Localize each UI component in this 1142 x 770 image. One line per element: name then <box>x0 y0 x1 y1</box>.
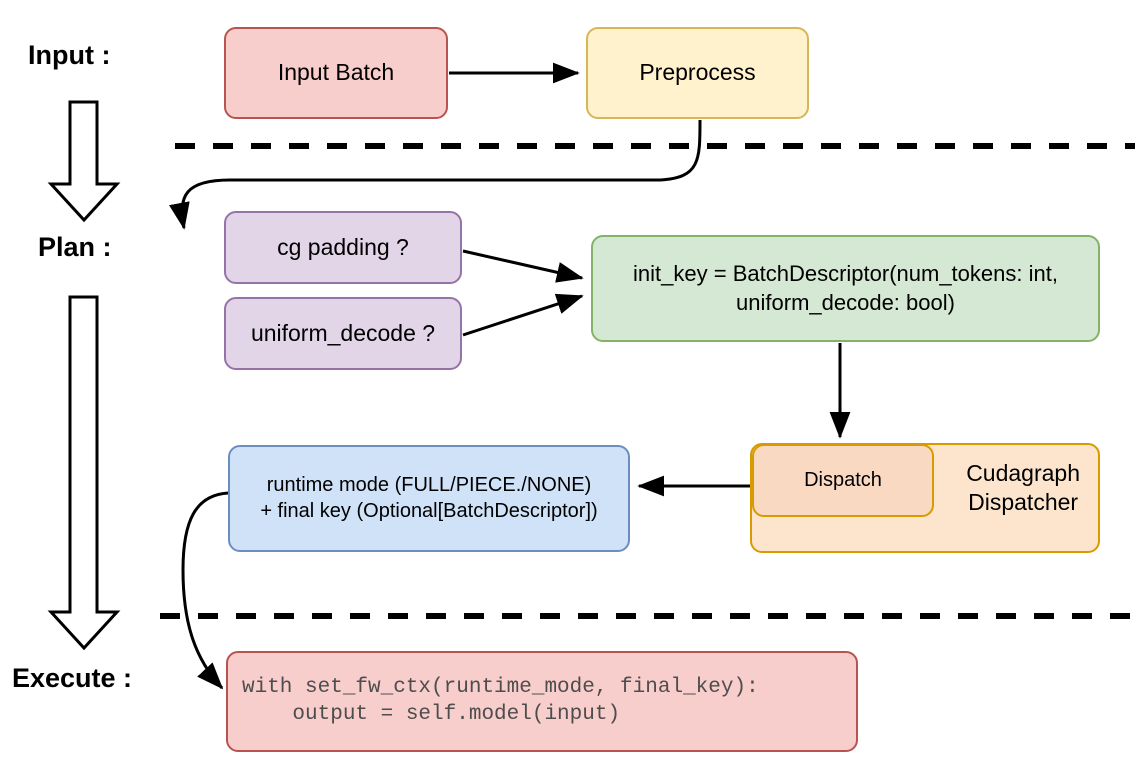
arrow-runtime-mode-to-execute-code <box>181 491 229 690</box>
node-input-batch[interactable]: Input Batch <box>224 27 448 119</box>
node-runtime-mode-and-final-key[interactable]: runtime mode (FULL/PIECE./NONE) + final … <box>228 445 630 552</box>
stage-label-input: Input : <box>28 40 111 70</box>
node-execute-code-snippet[interactable]: with set_fw_ctx(runtime_mode, final_key)… <box>226 651 858 752</box>
node-init-key-batch-descriptor[interactable]: init_key = BatchDescriptor(num_tokens: i… <box>591 235 1100 342</box>
node-preprocess[interactable]: Preprocess <box>586 27 809 119</box>
node-cg-padding[interactable]: cg padding ? <box>224 211 462 284</box>
input-to-plan-block-arrow <box>47 100 121 223</box>
node-dispatch[interactable]: Dispatch <box>752 444 934 517</box>
plan-to-execute-block-arrow <box>47 295 121 651</box>
stage-label-execute: Execute : <box>12 663 133 693</box>
arrow-cg-padding-to-init-key <box>462 249 584 283</box>
stage-label-plan: Plan : <box>38 232 112 262</box>
arrow-uniform-decode-to-init-key <box>462 293 584 337</box>
node-uniform-decode[interactable]: uniform_decode ? <box>224 297 462 370</box>
